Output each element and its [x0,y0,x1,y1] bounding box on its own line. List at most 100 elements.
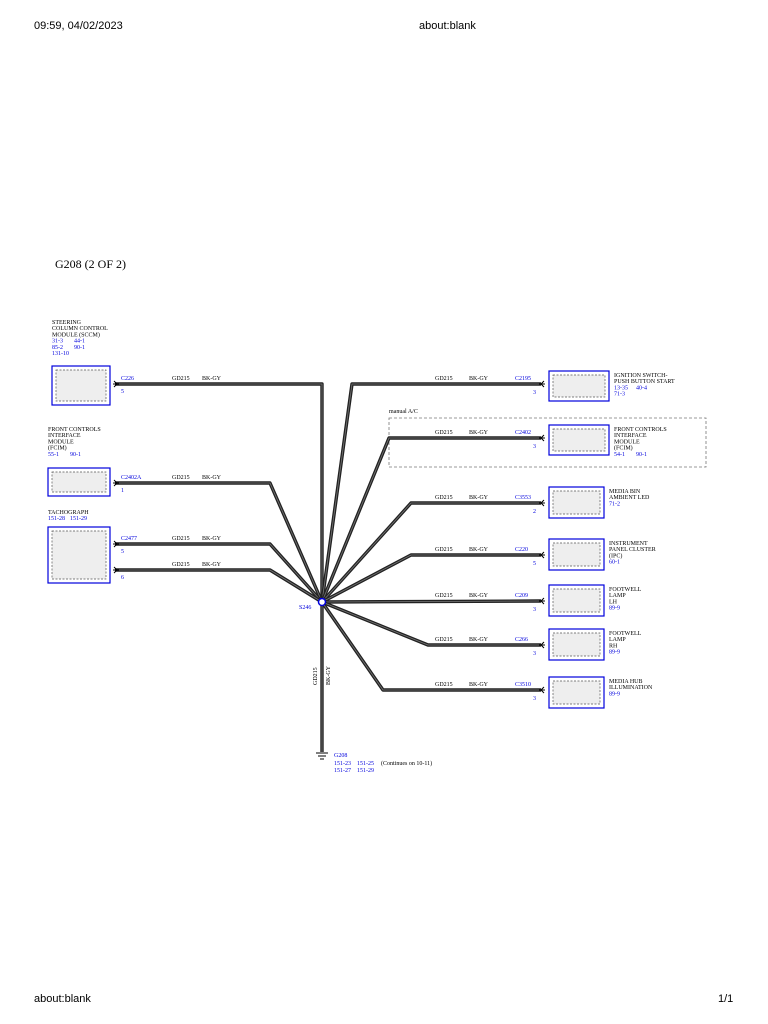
module-ref-media-bin: 71-2 [609,501,620,507]
wire-color: BK-GY [202,536,222,542]
connector-id: C266 [515,637,528,643]
connector-id: C2402A [121,475,142,481]
module-ref-sccm: 44-1 [74,339,85,345]
manual-ac-label: manual A/C [389,409,418,415]
wire-tachograph-0 [115,542,324,604]
wire-fcim-left-0-core [115,482,323,603]
module-footwell-lh-inner [552,588,601,613]
module-fcim-left-inner [51,471,107,493]
module-label-footwell-rh: RH [609,643,618,649]
wire-circuit: GD215 [435,430,453,436]
connector-pin: 2 [533,509,536,515]
module-ref-fcim-left: 90-1 [70,452,81,458]
header-datetime: 09:59, 04/02/2023 [34,20,123,32]
connector-pin: 5 [121,549,124,555]
wire-circuit: GD215 [435,637,453,643]
wire-circuit: GD215 [172,562,190,568]
module-ref-footwell-rh: 89-9 [609,650,620,656]
ground-ref: 151-23 [334,761,351,767]
module-ref-ignition-switch: 40-4 [636,385,647,391]
ground-ref: 151-25 [357,761,374,767]
module-label-media-bin: MEDIA BIN [609,489,641,495]
module-label-ignition-switch: PUSH BUTTON START [614,379,675,385]
connector-id: C3510 [515,682,531,688]
wire-color: BK-GY [202,562,222,568]
wire-tachograph-0-core [115,543,323,603]
connector-id: C2402 [515,430,531,436]
module-label-fcim-right: (FCIM) [614,445,633,452]
wire-color: BK-GY [469,430,489,436]
wire-circuit: GD215 [435,593,453,599]
module-label-ipc: INSTRUMENT [609,541,648,547]
wire-circuit: GD215 [172,536,190,542]
wire-color: BK-GY [469,593,489,599]
connector-id: C2477 [121,536,137,542]
module-media-bin-inner [552,490,601,515]
wire-footwell-rh [321,600,541,647]
module-label-sccm: MODULE (SCCM) [52,331,100,338]
module-label-media-hub: MEDIA HUB [609,679,643,685]
module-label-footwell-lh: LAMP [609,593,626,599]
connector-pin: 5 [121,389,124,395]
wire-ignition-switch [320,382,541,603]
wire-footwell-lh-core [321,600,542,603]
vertical-wire-color: BK-GY [326,665,332,685]
connector-id: C209 [515,593,528,599]
module-label-fcim-right: FRONT CONTROLS [614,427,667,433]
wire-circuit: GD215 [172,376,190,382]
module-ref-fcim-right: 90-1 [636,452,647,458]
wire-circuit: GD215 [435,547,453,553]
connector-pin: 1 [121,488,124,494]
wire-color: BK-GY [469,495,489,501]
wire-media-hub-core [321,601,541,691]
module-label-fcim-right: INTERFACE [614,433,647,439]
wire-media-bin-core [321,502,541,603]
wire-footwell-rh-core [321,601,541,646]
module-ref-sccm: 90-1 [74,345,85,351]
module-ref-tachograph: 151-28 [48,516,65,522]
module-ref-footwell-lh: 89-9 [609,606,620,612]
module-label-fcim-left: INTERFACE [48,433,81,439]
connector-id: C226 [121,376,134,382]
header-url: about:blank [419,20,476,32]
module-ref-fcim-left: 55-1 [48,452,59,458]
connector-pin: 3 [533,607,536,613]
connector-pin: 5 [533,561,536,567]
module-ref-media-hub: 89-9 [609,691,620,697]
module-label-ipc: PANEL CLUSTER [609,547,656,553]
ground-icon [316,752,328,760]
module-footwell-rh-inner [552,632,601,657]
wire-circuit: GD215 [172,475,190,481]
module-label-footwell-rh: LAMP [609,637,626,643]
splice-label: S246 [299,605,311,611]
module-label-media-bin: AMBIENT LED [609,495,650,501]
module-ipc-inner [552,542,601,567]
wire-fcim-right [320,436,541,603]
ground-name: G208 [334,753,347,759]
module-ref-ipc: 60-1 [609,560,620,566]
module-tachograph-inner [51,530,107,580]
wire-ipc-core [321,554,541,603]
wire-ipc [321,553,541,604]
manual-ac-region [388,417,707,468]
connector-pin: 3 [533,444,536,450]
wire-color: BK-GY [469,547,489,553]
wire-ignition-switch-core [321,383,541,603]
module-ignition-switch-inner [552,374,606,398]
module-label-footwell-lh: LH [609,599,618,605]
module-label-fcim-left: MODULE [48,439,74,445]
module-label-fcim-right: MODULE [614,439,640,445]
wire-sccm-0-core [115,383,323,602]
wire-color: BK-GY [469,376,489,382]
ground-note: (Continues on 10-11) [381,760,432,767]
module-ref-ignition-switch: 71-3 [614,392,625,398]
module-label-footwell-lh: FOOTWELL [609,587,642,593]
connector-id: C220 [515,547,528,553]
module-ref-sccm: 131-10 [52,351,69,357]
wire-color: BK-GY [202,376,222,382]
wire-tachograph-1-core [115,569,323,603]
module-ref-fcim-right: 54-1 [614,452,625,458]
ground-ref: 151-29 [357,768,374,774]
footer-url: about:blank [34,993,91,1005]
